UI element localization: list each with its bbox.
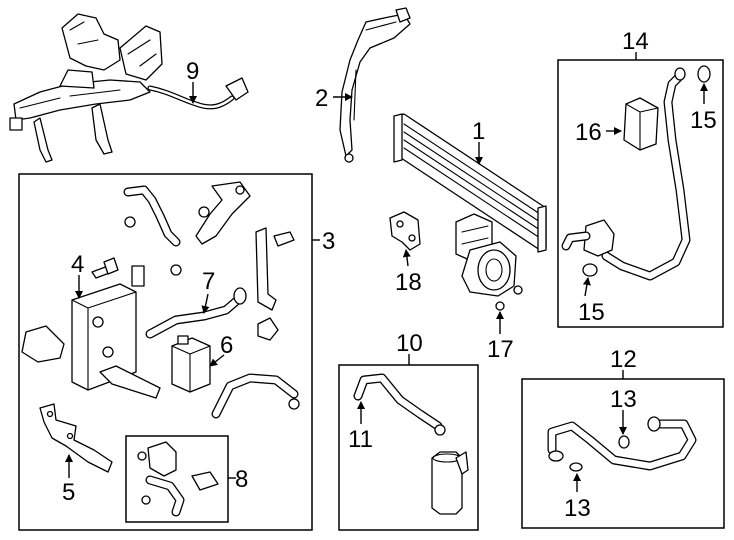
group-box-3: [18, 173, 313, 531]
callout-17: 17: [487, 336, 514, 363]
callout-13-upper: 13: [610, 386, 637, 413]
callout-10: 10: [396, 330, 423, 357]
callout-12: 12: [610, 346, 637, 373]
receiver-drier-part-10: [353, 373, 469, 515]
o-ring-icon: [582, 65, 711, 277]
harness-bracket-part-2: [339, 7, 411, 163]
callout-3: 3: [322, 228, 335, 255]
callout-15-upper: 15: [690, 107, 717, 134]
callout-11: 11: [348, 426, 373, 453]
bolt-icon: [91, 257, 119, 279]
callout-6: 6: [220, 332, 233, 359]
bracket-part-18: [389, 211, 421, 251]
ac-line-fitting-top: [195, 181, 251, 245]
callout-7: 7: [202, 268, 215, 295]
pressure-sensor-part-16: [623, 97, 659, 151]
suction-hose-part-12: [547, 416, 697, 471]
callout-14: 14: [622, 28, 649, 55]
callout-2: 2: [315, 85, 328, 112]
sensor-part-6: [171, 335, 211, 393]
callout-15-lower: 15: [578, 299, 605, 326]
callout-13-lower: 13: [564, 495, 591, 522]
cooler-part-4: [21, 265, 161, 399]
callout-9: 9: [186, 58, 199, 85]
group-box-8: [125, 435, 229, 523]
ac-line-lower: [211, 373, 300, 419]
callout-5: 5: [62, 479, 75, 506]
compressor-part-17: [455, 213, 523, 311]
wiring-harness-part-9: [9, 13, 249, 163]
pressure-line-part-14: [561, 67, 691, 281]
condenser-part-1: [393, 113, 547, 253]
callout-labels: 1 2 3 4 5 6 7 8 9 10 11 12 13 13 14 15 1…: [62, 28, 717, 522]
callout-18: 18: [395, 269, 422, 296]
leader-lines: [65, 52, 708, 492]
callout-16: 16: [575, 119, 602, 146]
hose-part-7: [145, 287, 247, 339]
group-box-14: [557, 59, 724, 328]
bracket-part-5: [39, 403, 113, 473]
callout-1: 1: [472, 118, 485, 145]
o-ring-icon: [569, 435, 630, 472]
bracket-right-group-3: [255, 227, 295, 341]
ac-line-upper: [123, 185, 182, 276]
bracket-part-8: [137, 441, 219, 517]
callout-8: 8: [235, 466, 248, 493]
callout-4: 4: [71, 251, 84, 278]
